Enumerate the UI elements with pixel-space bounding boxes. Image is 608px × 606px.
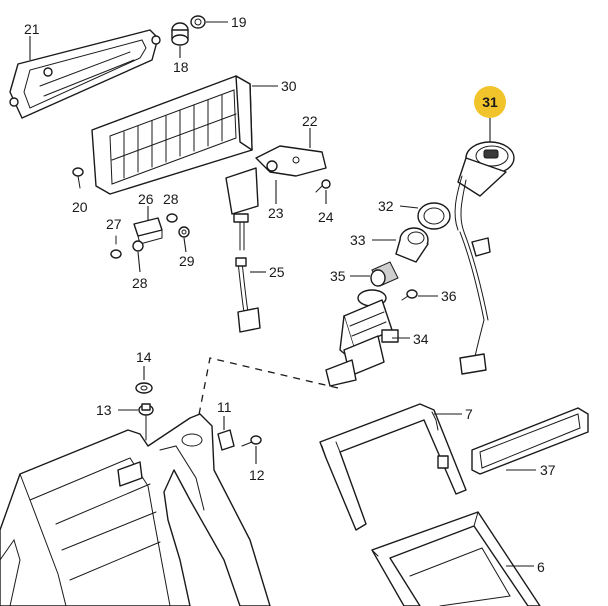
callout-20: 20 [72,199,88,215]
part-37-panel [471,407,589,475]
part-13-bolt [138,403,154,441]
part-19-nut [190,15,206,29]
part-14-washer [135,382,153,394]
callout-31-highlight [474,86,506,118]
part-12-screw [241,435,262,447]
callout-21: 21 [24,21,40,37]
callout-31: 31 [482,94,498,110]
part-29-nut [178,226,190,238]
part-32-ring [417,202,451,230]
part-35-knob [370,261,399,287]
part-22-holder-bracket [255,145,327,177]
callout-28-upper: 28 [163,191,179,207]
callout-37: 37 [540,462,556,478]
part-27-screw [110,235,122,259]
part-21-air-vent-frame [9,29,161,119]
callout-12: 12 [249,467,265,483]
part-34-switch-block [325,289,399,387]
callout-32: 32 [378,198,394,214]
part-33-insert [395,227,429,263]
callout-22: 22 [302,113,318,129]
callout-28-lower: 28 [132,275,148,291]
part-26-bracket [133,217,163,245]
callout-7: 7 [465,406,473,422]
part-31-lighter-socket [454,141,515,375]
callout-25: 25 [269,264,285,280]
callout-30: 30 [281,78,297,94]
callout-35: 35 [330,268,346,284]
part-6-cover-frame [371,511,541,606]
part-18-grommet [171,22,189,46]
center-console [0,413,271,606]
callout-14: 14 [136,349,152,365]
callout-6: 6 [537,559,545,575]
callout-23: 23 [268,205,284,221]
callout-33: 33 [350,232,366,248]
part-11-clip [217,429,235,451]
part-30-vent-grille [91,75,253,195]
callout-19: 19 [231,14,247,30]
part-7-trim-frame [319,403,467,531]
part-20-screw [72,167,84,189]
part-28-clip-upper [166,213,178,223]
dashed-connection-line [195,357,339,431]
callout-18: 18 [173,59,189,75]
part-23-switch [225,167,259,251]
callout-26: 26 [138,191,154,207]
part-28-clip-lower [132,240,144,252]
part-36-screw [401,289,418,301]
callout-29: 29 [179,253,195,269]
part-24-screw [315,179,331,193]
callout-24: 24 [318,209,334,225]
callout-36: 36 [441,288,457,304]
callout-13: 13 [96,402,112,418]
callout-27: 27 [106,216,122,232]
callout-11: 11 [217,399,232,415]
callout-34: 34 [413,331,429,347]
part-25-cable [235,257,261,333]
